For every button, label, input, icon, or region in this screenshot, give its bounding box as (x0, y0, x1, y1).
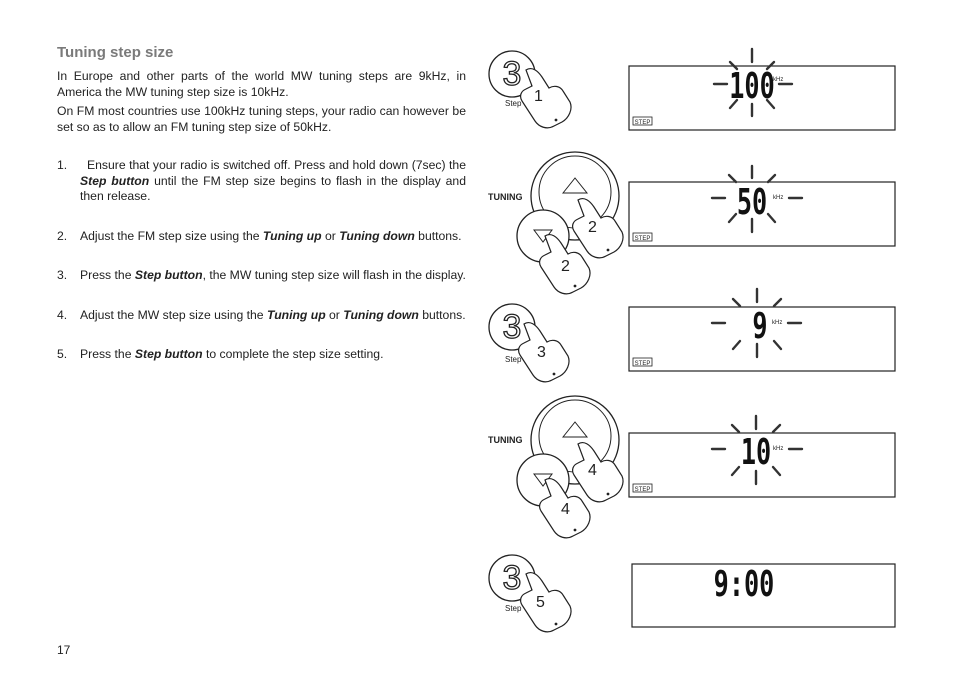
tuning-label: TUNING (488, 435, 523, 445)
step-number: 2. (57, 228, 68, 243)
step-text: or (321, 228, 340, 243)
lcd-frame (628, 65, 896, 131)
step-button-number: 3 (503, 55, 522, 93)
lcd-unit: kHz (773, 195, 783, 201)
step-text: Press the (80, 268, 135, 282)
lcd-value: 9:00 (714, 564, 775, 606)
step-3: 3. Press the Step button, the MW tuning s… (57, 268, 466, 284)
step-callout-number: 1 (534, 88, 543, 105)
flash-rays-icon (710, 164, 804, 234)
step-text: Ensure that your radio is switched off. … (80, 158, 470, 172)
step-indicator-box (632, 116, 653, 126)
step-text: or (325, 307, 344, 322)
section-heading: Tuning step size (57, 44, 174, 61)
step-text: buttons. (414, 228, 462, 243)
step-button-label: Step (505, 355, 522, 364)
step-text: Press the (80, 347, 135, 361)
flash-rays-icon (710, 414, 804, 486)
lcd-unit: kHz (773, 446, 783, 452)
lcd-value: 50 (737, 182, 767, 224)
step-1: 1. Ensure that your radio is switched of… (57, 158, 466, 205)
flash-rays-icon (710, 287, 803, 359)
step-button-ref: Step button (134, 268, 203, 282)
step-indicator-box (632, 357, 653, 367)
triangle-up-icon (561, 177, 589, 194)
step-number: 4. (57, 307, 68, 322)
intro-paragraph-fm: On FM most countries use 100kHz tuning s… (57, 104, 466, 134)
tuning-down-ref: Tuning down (339, 228, 415, 243)
step-callout-number: 2 (561, 258, 570, 275)
lcd-value: 100 (729, 66, 775, 108)
step-button-label: Step (505, 99, 522, 108)
step-indicator-box (632, 232, 653, 242)
flash-rays-icon (712, 47, 794, 118)
step-indicator: STEP (635, 361, 651, 367)
lcd-value: 9 (752, 306, 767, 348)
intro-paragraph-mw: In Europe and other parts of the world M… (57, 69, 466, 99)
step-number: 5. (57, 347, 68, 361)
step-indicator: STEP (635, 487, 651, 493)
triangle-up-icon (561, 421, 589, 438)
tuning-up-ref: Tuning up (266, 307, 326, 322)
step-callout-number: 5 (536, 594, 545, 611)
step-callout-number: 4 (561, 501, 570, 518)
step-text: buttons. (418, 307, 466, 322)
tuning-label: TUNING (488, 192, 523, 202)
step-button-diagram-1: 3 Step 1 (488, 50, 572, 129)
step-5: 5. Press the Step button to complete the … (57, 347, 466, 363)
step-text: until the FM step size begins to flash i… (80, 173, 466, 204)
step-callout-number: 3 (537, 344, 546, 361)
step-button-ref: Step button (134, 347, 203, 361)
lcd-frame (628, 181, 896, 247)
step-number: 3. (57, 268, 68, 282)
step-callout-number: 4 (588, 462, 597, 479)
instruction-steps: 1. Ensure that your radio is switched of… (57, 158, 466, 363)
lcd-value: 10 (741, 432, 771, 474)
tuning-buttons-diagram-1: TUNING 2 2 (488, 151, 624, 295)
step-button-diagram-3: 3 Step 5 (488, 554, 572, 633)
step-text: Adjust the FM step size using the (80, 228, 263, 243)
step-text: , the MW tuning step size will flash in … (202, 268, 466, 282)
tuning-buttons-diagram-2: TUNING 4 4 (488, 395, 624, 539)
step-indicator: STEP (635, 236, 651, 242)
tuning-down-ref: Tuning down (343, 307, 419, 322)
step-button-number: 3 (503, 308, 522, 346)
lcd-frame (628, 306, 896, 372)
lcd-display-3: 9 kHz STEP (628, 287, 896, 372)
step-4: 4. Adjust the MW step size using the Tuni… (57, 308, 466, 324)
step-text: to complete the step size setting. (202, 347, 384, 361)
lcd-frame (628, 432, 896, 498)
tuning-up-ref: Tuning up (262, 228, 322, 243)
lcd-display-2: 50 kHz STEP (628, 164, 896, 247)
lcd-unit: kHz (773, 77, 783, 83)
step-2: 2. Adjust the FM step size using the Tuni… (57, 229, 466, 245)
step-button-number: 3 (503, 559, 522, 597)
step-text: Adjust the MW step size using the (80, 307, 267, 322)
step-button-diagram-2: 3 Step 3 (488, 303, 570, 383)
lcd-frame (631, 563, 896, 628)
page-number: 17 (57, 643, 71, 657)
lcd-unit: kHz (772, 320, 782, 326)
lcd-display-5: 9:00 (631, 563, 896, 628)
step-button-label: Step (505, 604, 522, 613)
step-indicator-box (632, 483, 653, 493)
lcd-display-1: 100 kHz STEP (628, 47, 896, 131)
step-number: 1. (57, 158, 68, 172)
step-callout-number: 2 (588, 219, 597, 236)
lcd-display-4: 10 kHz STEP (628, 414, 896, 498)
step-button-ref: Step button (80, 173, 150, 188)
step-indicator: STEP (635, 120, 651, 126)
